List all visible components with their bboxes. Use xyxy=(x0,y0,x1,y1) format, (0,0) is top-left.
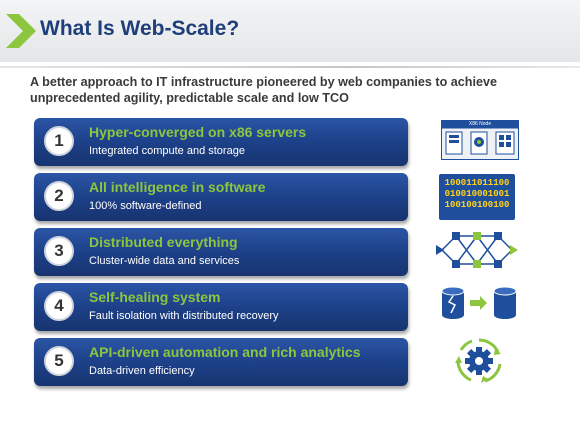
disk-recovery-icon xyxy=(441,286,517,319)
item-number-2: 2 xyxy=(44,181,74,211)
item-subtitle-4: Fault isolation with distributed recover… xyxy=(89,310,279,322)
gear-cycle-icon xyxy=(455,338,502,383)
item-number-3: 3 xyxy=(44,236,74,266)
item-number-1: 1 xyxy=(44,126,74,156)
item-subtitle-2: 100% software-defined xyxy=(89,200,202,212)
item-subtitle-1: Integrated compute and storage xyxy=(89,145,245,157)
item-bar-4: 4 Self-healing system Fault isolation wi… xyxy=(34,283,408,331)
item-title-4: Self-healing system xyxy=(89,289,221,305)
title-divider xyxy=(0,66,580,68)
header-band: What Is Web-Scale? xyxy=(0,0,580,62)
item-subtitle-5: Data-driven efficiency xyxy=(89,365,195,377)
item-number-5: 5 xyxy=(44,346,74,376)
item-bar-2: 2 All intelligence in software 100% soft… xyxy=(34,173,408,221)
binary-line: 010010001001 xyxy=(444,189,510,199)
x86-node-label: X86 Node xyxy=(468,121,492,127)
binary-line: 100011011100 xyxy=(444,178,510,188)
distributed-network-icon xyxy=(436,232,518,268)
chevron-right-icon xyxy=(6,14,36,48)
binary-line: 100100100100 xyxy=(444,200,510,210)
item-title-3: Distributed everything xyxy=(89,234,238,250)
item-number-4: 4 xyxy=(44,291,74,321)
item-bar-3: 3 Distributed everything Cluster-wide da… xyxy=(34,228,408,276)
item-title-5: API-driven automation and rich analytics xyxy=(89,344,361,360)
page-subtitle: A better approach to IT infrastructure p… xyxy=(30,75,498,105)
item-title-2: All intelligence in software xyxy=(89,179,266,195)
item-bar-1: 1 Hyper-converged on x86 servers Integra… xyxy=(34,118,408,166)
page-title: What Is Web-Scale? xyxy=(40,17,240,40)
item-bar-5: 5 API-driven automation and rich analyti… xyxy=(34,338,408,386)
item-subtitle-3: Cluster-wide data and services xyxy=(89,255,240,267)
item-title-1: Hyper-converged on x86 servers xyxy=(89,124,307,140)
binary-code-icon: 100011011100 010010001001 100100100100 xyxy=(439,174,515,220)
x86-node-icon xyxy=(441,120,519,160)
